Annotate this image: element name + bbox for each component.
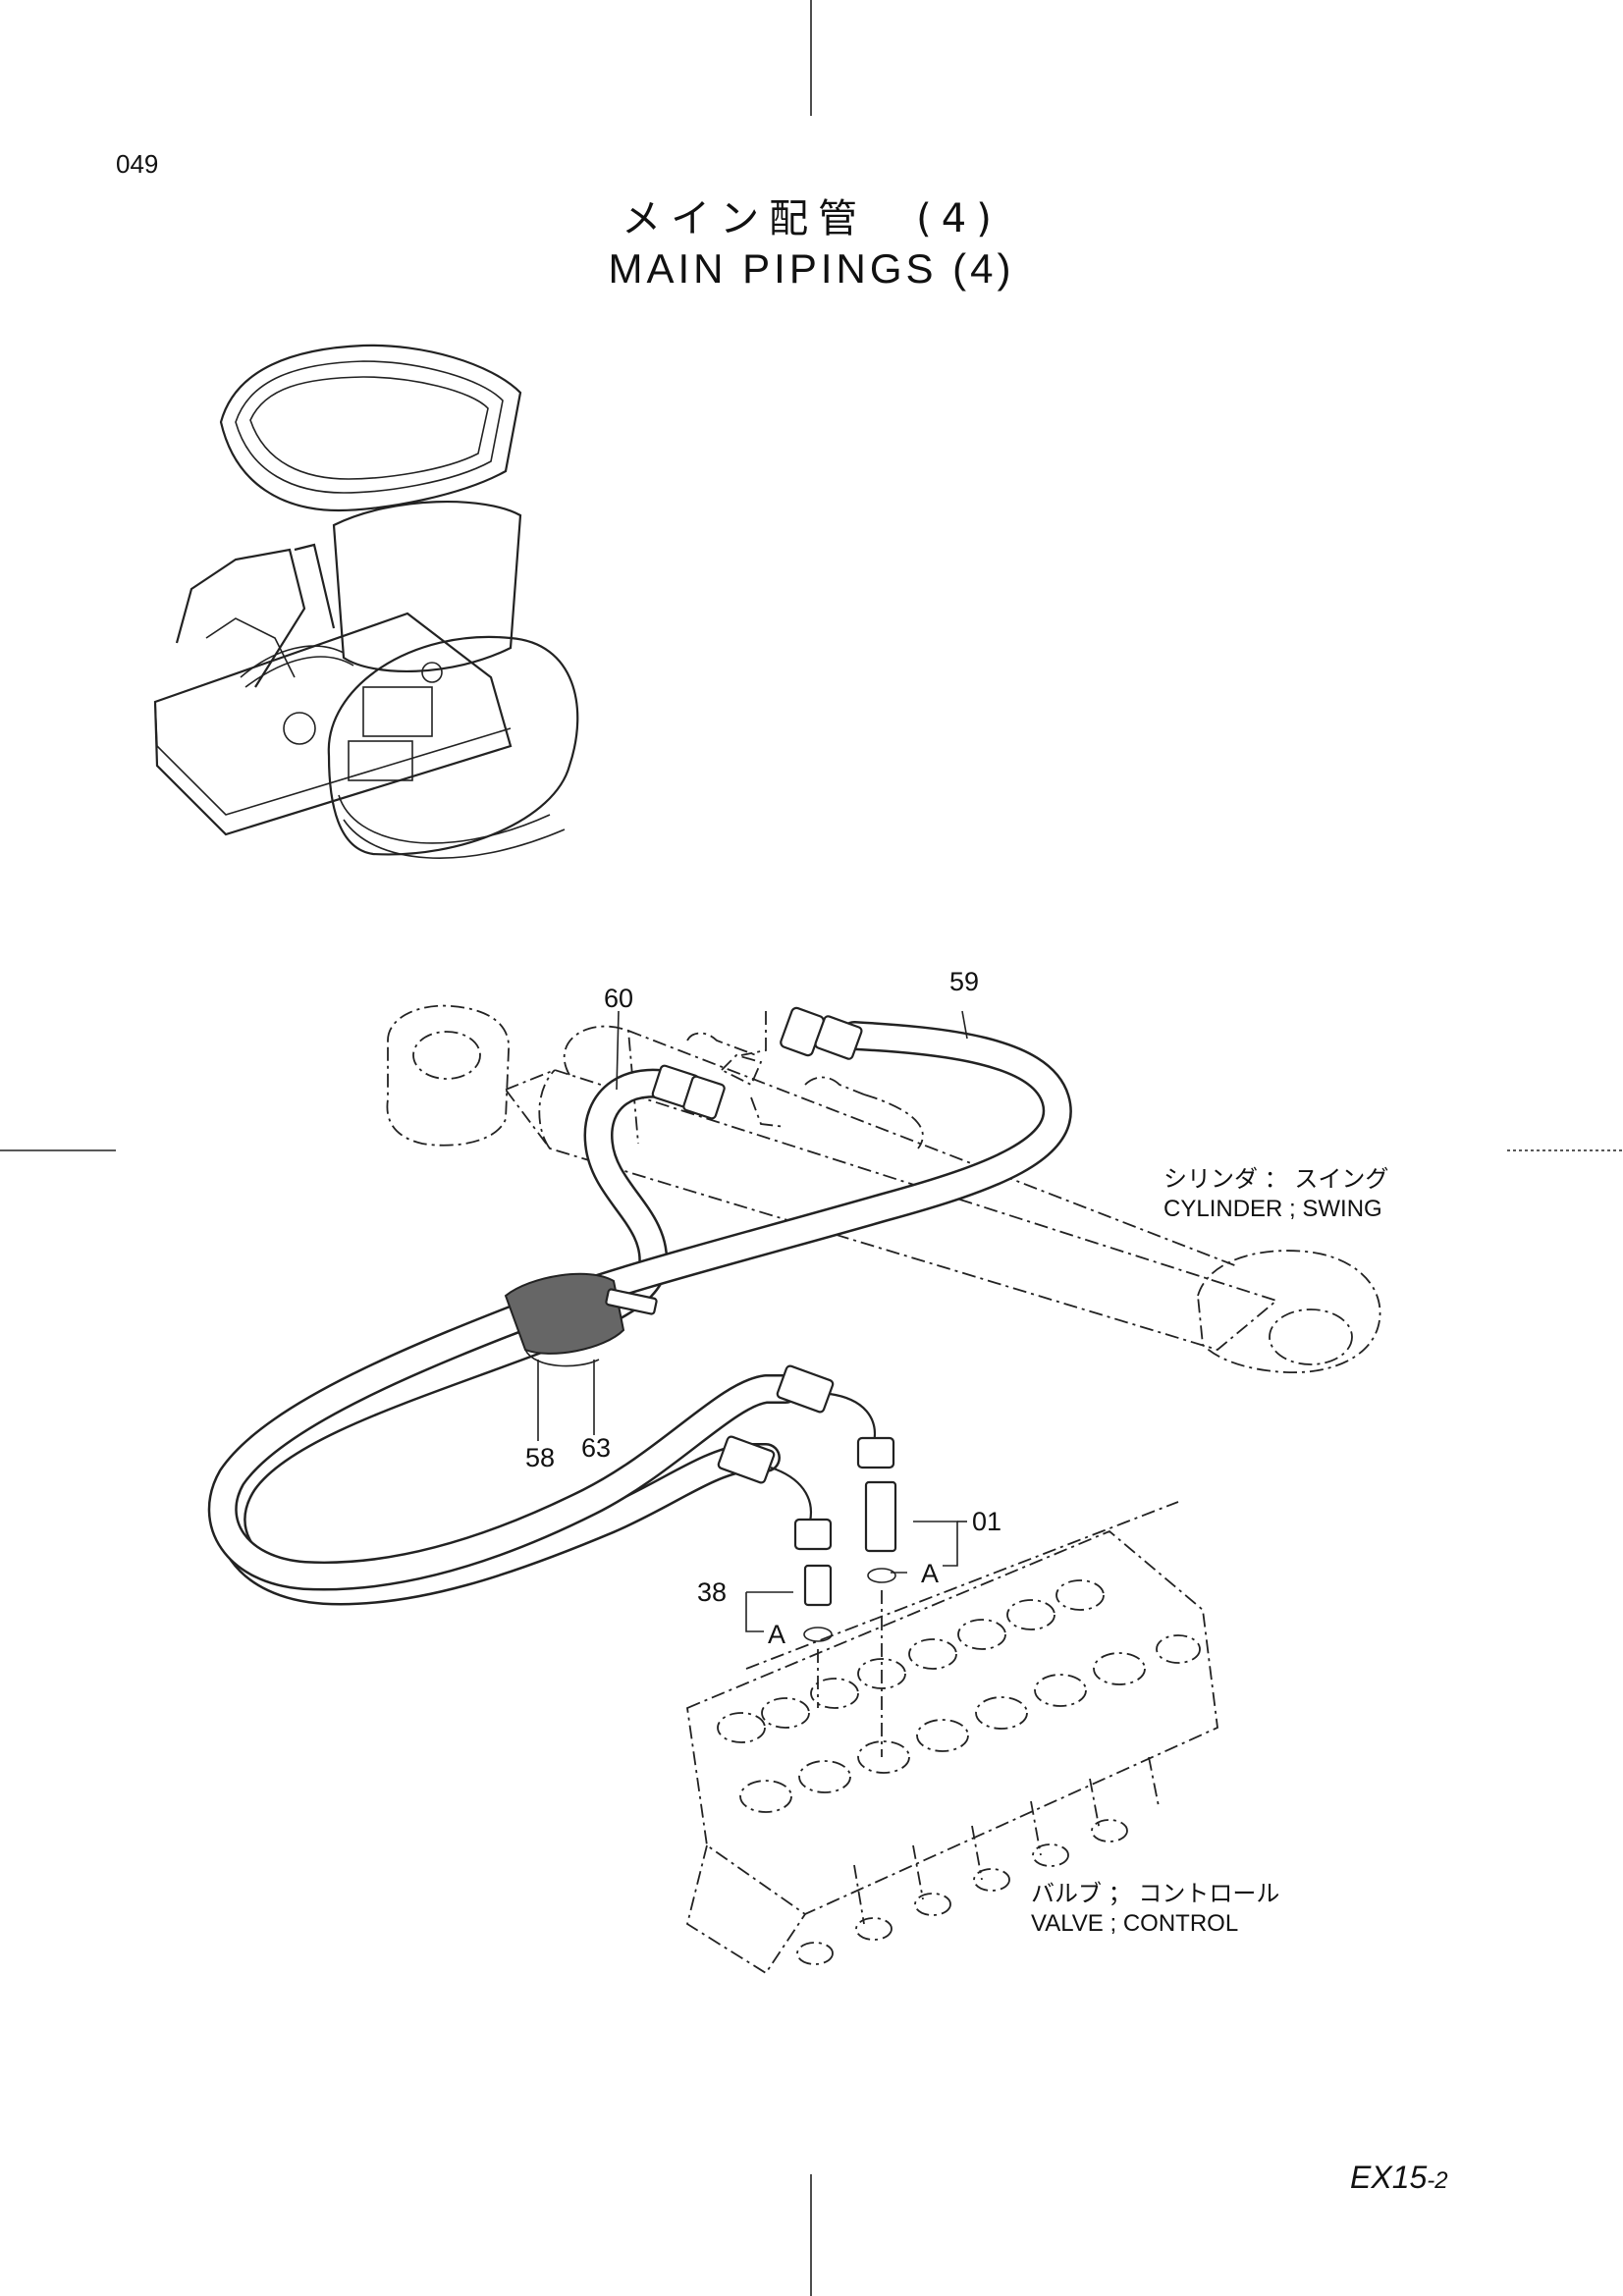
callout-01: 01: [972, 1507, 1002, 1536]
page-title-english: MAIN PIPINGS (4): [608, 245, 1015, 292]
control-valve: [685, 1501, 1218, 1975]
callout-ref-a-upper: A: [921, 1559, 940, 1588]
document-code-suffix: -2: [1427, 2167, 1448, 2194]
document-code-main: EX15: [1350, 2160, 1428, 2195]
document-code: EX15-2: [1350, 2160, 1448, 2196]
callout-38: 38: [697, 1577, 728, 1607]
valve-label-jp: バルブ ； コントロール: [1031, 1881, 1280, 1907]
excavator-overview: [153, 344, 579, 859]
hose-fittings: [504, 1006, 897, 1642]
hoses: [207, 1021, 1072, 1606]
callout-59: 59: [949, 967, 980, 996]
callout-60: 60: [604, 984, 634, 1013]
page-number: 049: [116, 149, 159, 179]
cylinder-label: シリンダ ： スイング CYLINDER ; SWING: [1163, 1165, 1388, 1224]
callout-63: 63: [581, 1433, 612, 1463]
page-title-japanese: メイン配管 (4): [622, 196, 1001, 241]
callout-58: 58: [525, 1443, 556, 1472]
cylinder-label-jp: シリンダ ： スイング: [1163, 1166, 1389, 1193]
callout-ref-a-lower: A: [768, 1620, 786, 1649]
cylinder-label-en: CYLINDER ; SWING: [1163, 1196, 1382, 1222]
swing-cylinder: [386, 1004, 1381, 1373]
valve-label-en: VALVE ; CONTROL: [1031, 1910, 1239, 1937]
valve-label: バルブ ； コントロール VALVE ; CONTROL: [1031, 1880, 1279, 1939]
leader-lines: [537, 1010, 968, 1632]
